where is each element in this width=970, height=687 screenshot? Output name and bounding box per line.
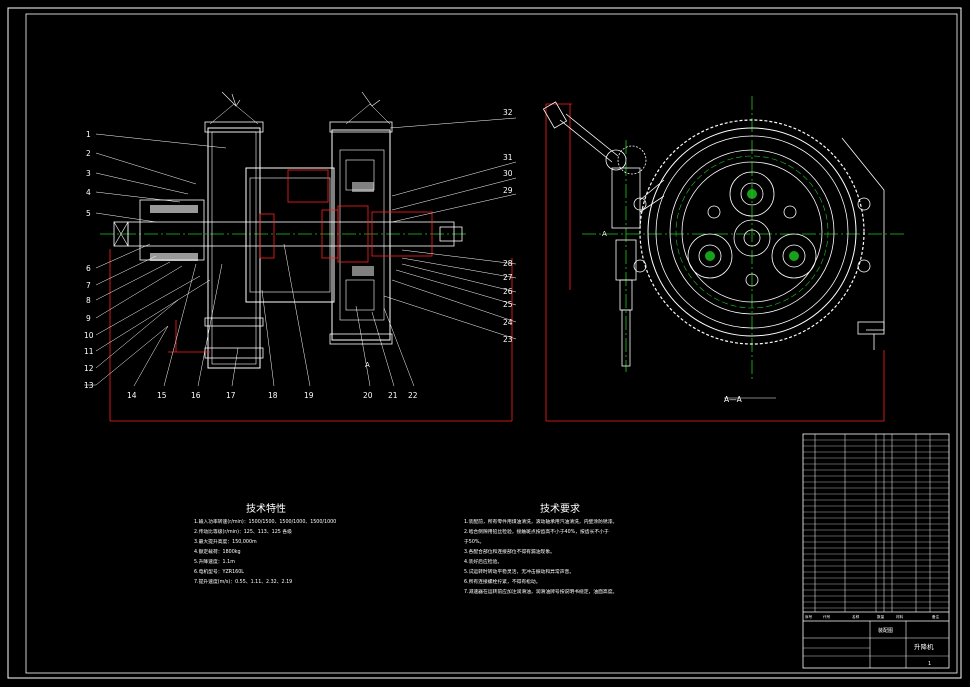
tech-feature-line-6: 6.电机型号：YZR160L: [194, 568, 244, 575]
part-number-20: 20: [363, 391, 373, 400]
tech-requirement-line-1: 1.装配前，所有零件用煤油清洗，滚动轴承用汽油清洗，内壁涂防锈漆。: [464, 518, 617, 525]
right-leaders: [383, 117, 517, 340]
part-number-2: 2: [86, 149, 91, 158]
part-number-22: 22: [408, 391, 418, 400]
left-leaders: [84, 133, 227, 386]
bom-header-code: 代号: [823, 614, 831, 619]
tech-requirement-line-5: 4.装好后应检验。: [464, 558, 502, 565]
title-block-company: 装配图: [878, 627, 893, 634]
tech-feature-line-2: 2.传动比等级(r/min)：125、113、125 各级: [194, 528, 292, 535]
part-number-1: 1: [86, 130, 91, 139]
part-number-15: 15: [157, 391, 167, 400]
tech-feature-line-3: 3.最大提升高度：150,000m: [194, 538, 257, 545]
outer-frame: [7, 7, 962, 679]
part-number-12: 12: [84, 364, 94, 373]
tech-requirement-line-8: 7.减速器在运转前应加注润滑油，润滑油牌号按说明书规定，油面高度。: [464, 588, 617, 595]
part-number-29: 29: [503, 186, 513, 195]
tech-feature-line-5: 5.升降速度：1.1m: [194, 558, 235, 565]
bom-header-remark: 备注: [932, 614, 940, 619]
left-section-view: 1 2 3 4 5 6 7 8 9 10 11 12 13 14 15 16 1…: [84, 91, 517, 422]
part-number-23: 23: [503, 335, 513, 344]
part-number-26: 26: [503, 287, 513, 296]
bottom-leaders: [133, 243, 415, 387]
tech-feature-line-4: 4.额定载荷：1800kg: [194, 548, 241, 555]
part-number-9: 9: [86, 314, 91, 323]
bom-header-material: 材料: [896, 614, 904, 619]
part-number-18: 18: [268, 391, 278, 400]
part-number-25: 25: [503, 300, 513, 309]
right-part-numbers: 32 31 30 29 28 27 26 25 24 23: [503, 108, 513, 344]
part-number-28: 28: [503, 259, 513, 268]
bom-header-name: 名称: [852, 614, 860, 619]
bom-table: 序号 代号 名称 数量 材料 备注 装配图 升降机 1: [802, 433, 950, 669]
part-number-10: 10: [84, 331, 94, 340]
section-label-aa: A—A: [724, 395, 743, 404]
view-arrow-a: A: [602, 230, 607, 238]
part-number-30: 30: [503, 169, 513, 178]
technical-requirements: 技术要求 1.装配前，所有零件用煤油清洗，滚动轴承用汽油清洗，内壁涂防锈漆。 2…: [464, 502, 617, 595]
part-number-17: 17: [226, 391, 236, 400]
tech-feature-line-7: 7.提升速度(m/s)：0.55、1.11、2.32、2.19: [194, 578, 292, 585]
part-number-8: 8: [86, 296, 91, 305]
part-number-5: 5: [86, 209, 91, 218]
right-side-view: A—A A: [542, 96, 904, 422]
title-block-drawing-title: 升降机: [914, 642, 934, 651]
tech-requirement-line-2: 2.啮合侧隙用铅丝检验，接触斑点按齿高不小于40%，按齿长不小于: [464, 528, 609, 535]
bottom-part-numbers: 14 15 16 17 18 19 20 21 22: [127, 391, 418, 400]
left-part-numbers: 1 2 3 4 5 6 7 8 9 10 11 12 13: [84, 130, 94, 390]
tech-feature-line-1: 1.输入功率转速(r/min)：1500/1500、1500/1000、1500…: [194, 518, 336, 525]
inner-frame: [25, 13, 958, 674]
tech-requirement-line-4: 3.各配合部位和连接部位不得有漏油现象。: [464, 548, 555, 555]
part-number-11: 11: [84, 347, 94, 356]
bom-header-no: 序号: [805, 614, 813, 619]
part-number-13: 13: [84, 381, 94, 390]
part-number-27: 27: [503, 273, 513, 282]
part-number-6: 6: [86, 264, 91, 273]
part-number-19: 19: [304, 391, 314, 400]
tech-requirement-line-7: 6.所有连接螺栓拧紧，不得有松动。: [464, 578, 541, 585]
part-number-7: 7: [86, 281, 91, 290]
part-number-31: 31: [503, 153, 513, 162]
part-number-14: 14: [127, 391, 137, 400]
tech-requirement-line-3: 于50%。: [464, 539, 484, 545]
bom-header-qty: 数量: [877, 614, 885, 619]
part-number-16: 16: [191, 391, 201, 400]
tech-requirement-line-6: 5.试运转时转动平稳灵活，无冲击振动和异常声音。: [464, 568, 574, 575]
tech-features-title: 技术特性: [246, 502, 286, 515]
part-number-4: 4: [86, 188, 91, 197]
tech-requirements-title: 技术要求: [540, 502, 580, 515]
technical-features: 技术特性 1.输入功率转速(r/min)：1500/1500、1500/1000…: [194, 502, 336, 585]
title-block-sheet: 1: [928, 661, 931, 667]
part-number-3: 3: [86, 169, 91, 178]
section-mark-a: A: [365, 361, 370, 369]
part-number-21: 21: [388, 391, 398, 400]
part-number-32: 32: [503, 108, 513, 117]
part-number-24: 24: [503, 318, 513, 327]
